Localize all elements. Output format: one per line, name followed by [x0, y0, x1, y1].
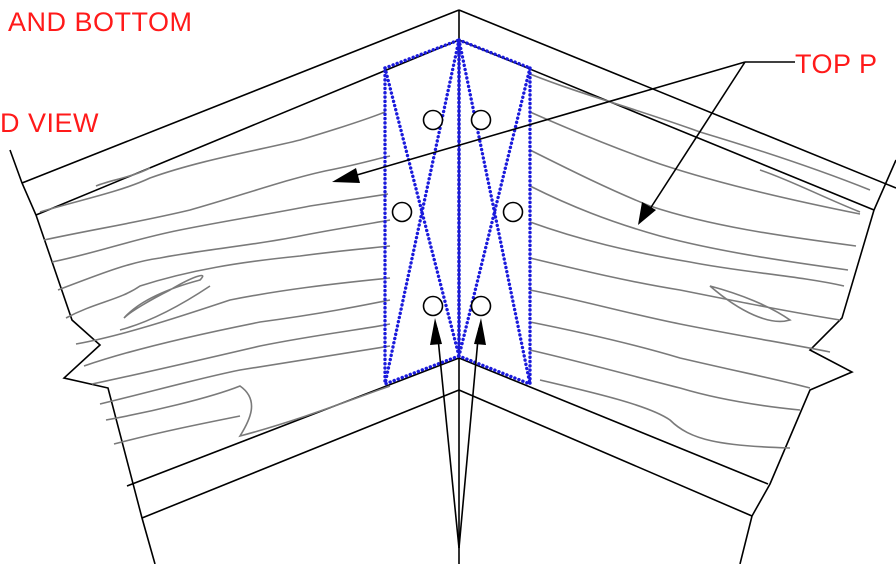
right-nail-plate: [457, 37, 532, 387]
right-member-outline: [458, 9, 896, 564]
left-member-outline: [9, 9, 460, 564]
hole: [502, 201, 524, 223]
right-wood-grain: [529, 73, 871, 449]
label-view: D VIEW: [0, 108, 99, 138]
hole: [422, 109, 444, 131]
label-top-plate: TOP P: [795, 49, 878, 79]
hole: [391, 201, 413, 223]
leader-arrows: [332, 61, 795, 549]
hole: [422, 295, 444, 317]
fastener-holes: [391, 109, 524, 317]
hole: [470, 295, 492, 317]
hole: [470, 109, 492, 131]
left-wood-grain: [39, 111, 391, 445]
label-and-bottom: AND BOTTOM: [8, 7, 193, 37]
